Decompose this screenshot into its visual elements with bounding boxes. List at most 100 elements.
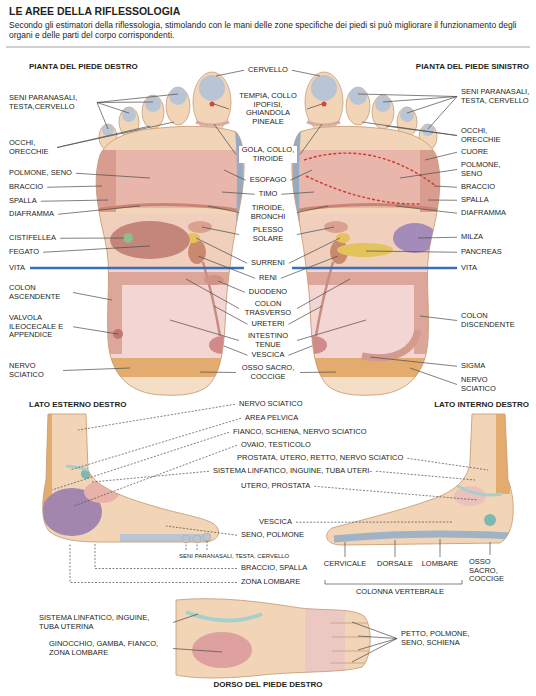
- medial-foot: [454, 486, 486, 506]
- lateral-foot: [182, 535, 190, 543]
- right-organ-zones: [123, 233, 133, 243]
- leader-line: [47, 186, 102, 187]
- leader-line: [358, 636, 397, 639]
- leader-line: [70, 418, 241, 470]
- leader-line: [434, 186, 457, 187]
- leader-line: [292, 70, 320, 76]
- zone-label: PLESSO SOLARE: [242, 226, 294, 243]
- lateral-foot: [40, 414, 219, 544]
- zone-label: URETERI: [251, 320, 286, 329]
- leader-line: [366, 251, 457, 252]
- leader-line: [314, 486, 478, 500]
- leader-line: [297, 206, 328, 213]
- zone-label: SENI PARANASALI, TESTA, CERVELLO: [178, 553, 290, 560]
- leader-line: [202, 227, 239, 235]
- dorsal-foot: [176, 599, 370, 678]
- leader-line: [352, 639, 397, 663]
- dorsal-foot: [192, 632, 252, 668]
- lateral-foot: [120, 534, 210, 544]
- dorsal-foot: [330, 623, 368, 624]
- lateral-foot: [40, 414, 210, 544]
- zone-label: COLON ASCENDENTE: [8, 284, 70, 301]
- zone-label: GINOCCHIO, GAMBA, FIANCO, ZONA LOMBARE: [48, 640, 170, 657]
- leader-line: [281, 256, 338, 278]
- leader-line: [428, 200, 457, 201]
- leader-line: [43, 246, 150, 252]
- zone-label: MILZA: [460, 233, 484, 242]
- leader-line: [216, 70, 244, 76]
- zone-label: BRACCIO: [8, 183, 44, 192]
- zone-label: TEMPIA, COLLO IPOFISI, GHIANDOLA PINEALE: [232, 92, 304, 126]
- leader-line: [186, 543, 187, 550]
- leader-line: [345, 542, 346, 557]
- zone-label: PANCREAS: [460, 248, 503, 257]
- zone-label: CUORE: [460, 148, 489, 157]
- zone-label: POLMONE, SENO: [460, 161, 506, 178]
- zone-label: DIAFRAMMA: [8, 210, 55, 219]
- zone-label: CISTIFELLEA: [8, 234, 57, 243]
- leader-line: [63, 368, 130, 371]
- dorsal-foot: [176, 599, 371, 680]
- section-heading: LATO ESTERNO DESTRO: [28, 400, 128, 410]
- zone-label: SISTEMA LINFATICO, INGUINE, TUBA UTERI-: [212, 467, 373, 476]
- zone-label: DUODENO: [248, 288, 288, 297]
- zone-label: VESCICA: [251, 351, 286, 360]
- waist-line: [30, 267, 244, 270]
- title: LE AREE DELLA RIFLESSOLOGIA: [8, 5, 181, 17]
- caption: Secondo gli estimatori della riflessolog…: [8, 20, 530, 40]
- zone-label: SENI PARANASALI, TESTA, CERVELLO: [460, 88, 532, 105]
- waist-line: [30, 267, 457, 270]
- zone-label: OVAIO, TESTICOLO: [240, 441, 312, 450]
- zone-label: GOLA, COLLO, TIROIDE: [239, 146, 297, 163]
- leader-line: [224, 170, 246, 180]
- lateral-foot: [43, 414, 219, 542]
- zone-label: DORSALE: [376, 560, 414, 569]
- leader-line: [440, 539, 441, 557]
- leader-line: [173, 649, 222, 653]
- zone-label: INTESTINO TENUE: [242, 332, 294, 349]
- leader-line: [352, 622, 397, 639]
- right-organ-zones: [110, 221, 224, 339]
- leader-line: [358, 94, 457, 97]
- zone-label: OCCHI, ORECCHIE: [460, 127, 506, 144]
- zone-label: LOMBARE: [421, 560, 460, 569]
- zone-label: SPALLA: [8, 197, 38, 206]
- zone-label: OSSO SACRO, COCCIGE: [239, 364, 297, 381]
- zone-label: PROSTATA, UTERO, RETTO, NERVO SCIATICO: [236, 454, 404, 463]
- leader-line: [218, 281, 245, 292]
- lateral-foot: [40, 414, 52, 504]
- zone-label: POLMONE, SENO: [8, 169, 73, 178]
- zone-label: DIAFRAMMA: [460, 209, 507, 218]
- leader-line: [173, 614, 198, 623]
- heart-zone: [304, 153, 436, 204]
- leader-line: [214, 124, 236, 155]
- leader-line: [297, 320, 366, 341]
- leader-line: [383, 97, 457, 103]
- leader-line: [396, 206, 457, 213]
- leader-line: [290, 170, 312, 180]
- zone-label: RENI: [258, 274, 278, 283]
- heart-zone: [304, 153, 436, 186]
- leader-line: [395, 540, 396, 557]
- zone-label: BRACCIO, SPALLA: [240, 564, 308, 573]
- leader-line: [420, 316, 457, 321]
- zone-label: VALVOLA ILEOCECALE E APPENDICE: [8, 314, 70, 340]
- zone-label: VITA: [8, 264, 26, 273]
- leader-line: [418, 237, 457, 239]
- waist-line: [292, 267, 457, 270]
- zone-label: OCCHI, ORECCHIE: [8, 139, 54, 156]
- leader-line: [198, 256, 255, 278]
- zone-label: VESCICA: [258, 518, 293, 527]
- leader-line: [307, 104, 322, 109]
- leader-line: [58, 206, 140, 214]
- leader-line: [197, 543, 198, 550]
- zone-label: CERVELLO: [247, 66, 289, 75]
- zone-label: TIROIDE, BRONCHI: [242, 204, 294, 221]
- leader-line: [410, 368, 457, 385]
- leader-line: [200, 372, 236, 374]
- zone-label: COLONNA VERTEBRALE: [355, 588, 445, 597]
- zone-label: PETTO, POLMONE, SENO, SCHIENA: [400, 630, 492, 647]
- dorsal-foot: [330, 623, 371, 663]
- lateral-foot: [43, 414, 219, 542]
